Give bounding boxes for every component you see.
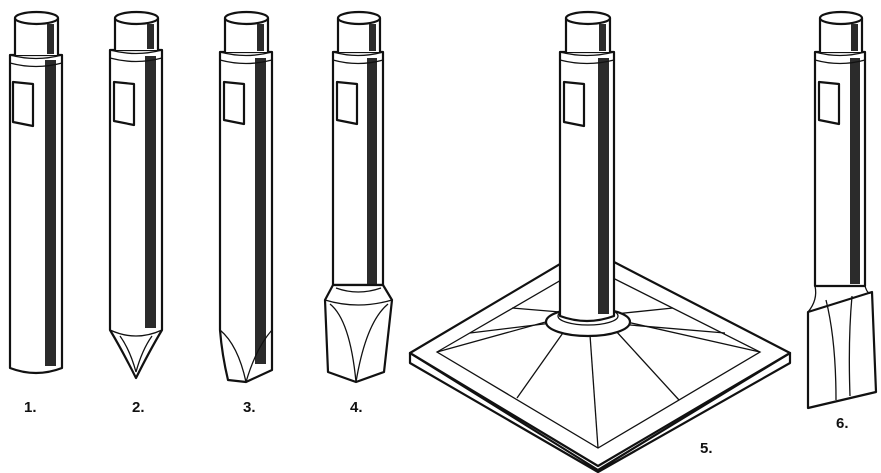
wide-chisel-tool	[323, 10, 394, 384]
tool-label-5: 5.	[700, 440, 713, 457]
tool-label-6: 6.	[836, 415, 849, 432]
blunt-tool	[8, 10, 64, 375]
tool-label-1: 1.	[24, 399, 37, 416]
chisel-tool	[218, 10, 274, 384]
tool-label-4: 4.	[350, 399, 363, 416]
moil-point-tool	[108, 10, 164, 380]
compactor-plate-tool	[408, 10, 792, 473]
asphalt-cutter-tool	[806, 10, 878, 410]
tool-label-3: 3.	[243, 399, 256, 416]
tool-label-2: 2.	[132, 399, 145, 416]
